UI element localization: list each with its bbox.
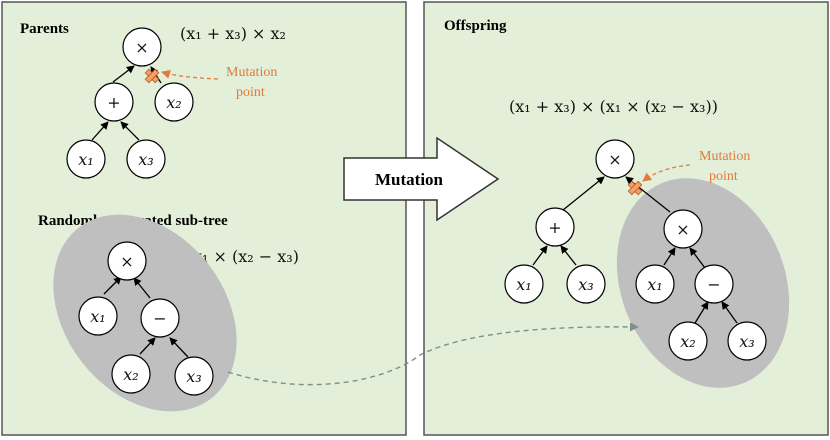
tree-node: x₁ — [78, 296, 118, 336]
edge — [112, 65, 135, 83]
tree-node: − — [694, 264, 734, 304]
tree-node: x₁ — [504, 264, 544, 304]
svg-text:×: × — [676, 220, 689, 239]
svg-text:−: − — [707, 275, 720, 294]
svg-text:x₃: x₃ — [578, 275, 593, 294]
parents-mutation-note-line1: Mutation — [226, 65, 277, 80]
edge — [169, 337, 189, 358]
edge — [91, 121, 109, 141]
tree-node: + — [535, 207, 575, 247]
edge — [721, 301, 738, 324]
edge — [562, 176, 605, 211]
parents-mutation-note-line2: point — [236, 85, 265, 100]
tree-node: + — [94, 82, 134, 122]
offspring-mutation-note-line2: point — [709, 169, 738, 184]
mutation-arrow — [343, 136, 500, 222]
tree-node: x₃ — [727, 321, 767, 361]
edge — [103, 276, 122, 295]
edge — [560, 245, 577, 266]
tree-node: x₃ — [174, 356, 214, 396]
svg-text:x₂: x₂ — [680, 332, 695, 351]
svg-text:x₂: x₂ — [166, 93, 181, 112]
svg-text:x₁: x₁ — [78, 150, 93, 169]
edge — [689, 247, 706, 269]
mutation-arrow-label: Mutation — [375, 170, 444, 189]
svg-text:x₂: x₂ — [123, 365, 138, 384]
edge — [133, 277, 151, 299]
tree-node: × — [107, 241, 147, 281]
subtree-formula: x₁ × (x₂ − x₃) — [193, 247, 299, 266]
svg-text:×: × — [135, 38, 148, 57]
tree-node: × — [595, 139, 635, 179]
edge — [120, 121, 140, 141]
tree-node: x₁ — [635, 264, 675, 304]
subtree-transfer-link — [227, 322, 639, 386]
offspring-title: Offspring — [444, 18, 507, 34]
offspring-mutation-note-line1: Mutation — [699, 149, 750, 164]
svg-text:x₁: x₁ — [647, 275, 662, 294]
svg-text:x₃: x₃ — [739, 332, 754, 351]
tree-node: − — [140, 298, 180, 338]
edge — [532, 245, 548, 266]
svg-text:x₁: x₁ — [516, 275, 531, 294]
svg-text:−: − — [153, 309, 166, 328]
tree-node: × — [663, 209, 703, 249]
parents-formula: (x₁ + x₃) × x₂ — [180, 24, 286, 43]
svg-text:+: + — [548, 218, 561, 237]
tree-node: x₃ — [566, 264, 606, 304]
tree-node: x₂ — [154, 82, 194, 122]
svg-text:+: + — [107, 93, 120, 112]
svg-text:×: × — [120, 252, 133, 271]
svg-text:×: × — [608, 150, 621, 169]
svg-text:x₃: x₃ — [138, 150, 153, 169]
edge — [663, 247, 676, 266]
edge — [139, 337, 156, 355]
svg-text:x₃: x₃ — [186, 367, 201, 386]
tree-node: x₃ — [126, 139, 166, 179]
edge — [694, 301, 709, 324]
parents-mutation-callout — [161, 70, 219, 80]
parents-title: Parents — [20, 21, 69, 37]
parents-mutation-point-marker — [144, 68, 160, 84]
svg-text:x₁: x₁ — [90, 307, 105, 326]
offspring-formula: (x₁ + x₃) × (x₁ × (x₂ − x₃)) — [509, 97, 718, 116]
tree-node: x₂ — [668, 321, 708, 361]
tree-node: x₁ — [66, 139, 106, 179]
tree-node: x₂ — [111, 354, 151, 394]
tree-node: × — [122, 27, 162, 67]
offspring-panel — [423, 1, 829, 436]
offspring-mutation-point-marker — [627, 180, 643, 196]
